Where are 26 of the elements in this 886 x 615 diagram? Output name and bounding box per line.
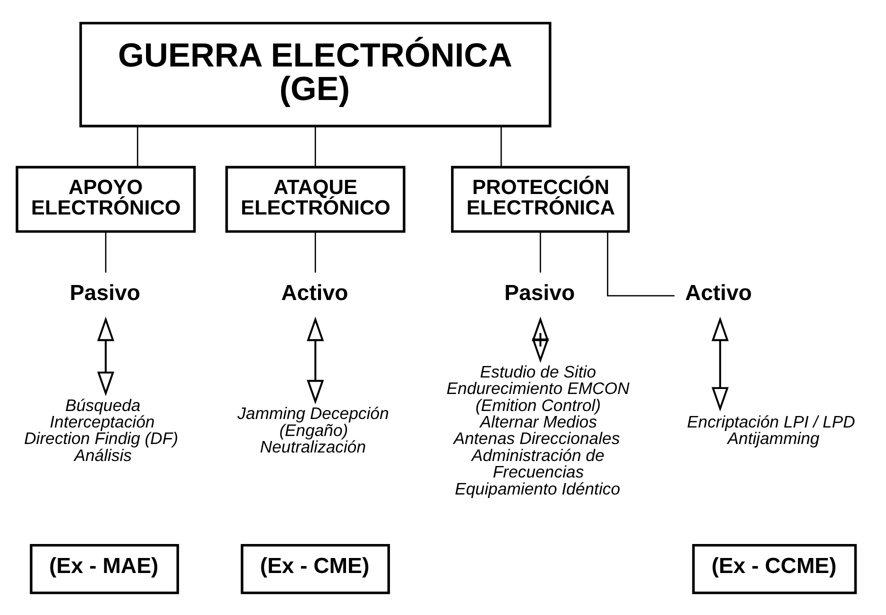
node-text: Jamming Decepción (Engaño) Neutralización — [238, 404, 389, 456]
connector — [314, 231, 316, 272]
connector — [540, 231, 542, 272]
arrow — [532, 316, 549, 362]
node-text: Estudio de Sitio Endurecimiento EMCON (Emition Control) Alternar Medios Antenas Direccionales Administración de Frecuencias Equipamiento Idéntico — [446, 362, 630, 498]
connector — [136, 126, 138, 166]
node-box: (Ex - MAE) — [30, 544, 180, 594]
node-text: Búsqueda Interceptación Direction Findig (DF) Análisis — [24, 395, 178, 464]
node-text: Pasivo — [70, 279, 140, 304]
connector — [500, 126, 502, 166]
node-box: GUERRA ELECTRÓNICA (GE) — [79, 21, 552, 127]
node-box: PROTECCIÓN ELECTRÓNICA — [451, 165, 630, 232]
arrow — [712, 316, 729, 412]
connector — [105, 231, 106, 272]
connector — [314, 126, 316, 166]
node-box: APOYO ELECTRÓNICO — [16, 165, 196, 232]
node-box: (Ex - CME) — [240, 544, 390, 594]
connector — [606, 231, 674, 296]
node-text: Activo — [685, 279, 752, 304]
arrow — [97, 316, 114, 396]
node-text: Pasivo — [504, 279, 575, 304]
node-box: ATAQUE ELECTRÓNICO — [225, 165, 406, 232]
node-text: Activo — [281, 279, 348, 304]
node-box: (Ex - CCME) — [692, 544, 857, 594]
arrow — [306, 316, 324, 404]
node-text: Encriptación LPI / LPD Antijamming — [687, 412, 856, 448]
